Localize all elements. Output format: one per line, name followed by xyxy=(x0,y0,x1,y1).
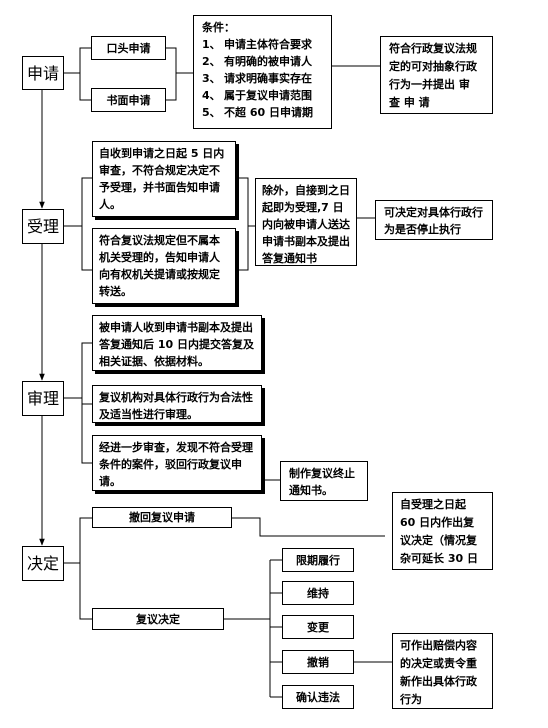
stage-review: 审理 xyxy=(22,381,64,416)
option-deadline-performance: 限期履行 xyxy=(282,548,354,572)
stage-decide: 决定 xyxy=(22,546,64,581)
compensation-note: 可作出赔偿内容的决定或责令重新作出具体行政行为 xyxy=(392,633,493,709)
reply-submission-box: 被申请人收到申请书副本及提出答复通知后 10 日内提交答复及相关证据、依据材料。 xyxy=(92,315,262,371)
conditions-title: 条件： xyxy=(202,21,235,34)
suspend-execution-note: 可决定对具体行政行为是否停止执行 xyxy=(375,200,493,240)
deadline-note: 自受理之日起 60 日内作出复议决定（情况复杂可延长 30 日 xyxy=(392,492,493,570)
accepted-box: 除外，自接到之日起即为受理,7 日内向被申请人送达申请书副本及提出答复通知书 xyxy=(255,178,357,266)
withdraw-box: 撤回复议申请 xyxy=(92,507,232,528)
option-revoke: 撤销 xyxy=(282,650,354,674)
option-uphold: 维持 xyxy=(282,581,354,605)
stage-apply: 申请 xyxy=(22,56,64,90)
legality-review-box: 复议机构对具体行政行为合法性及适当性进行审理。 xyxy=(92,385,262,423)
transfer-box: 符合复议法规定但不属本机关受理的，告知申请人向有权机关提请或按规定转送。 xyxy=(92,228,236,304)
condition-item: 3、请求明确事实存在 xyxy=(202,72,312,85)
option-confirm-illegal: 确认违法 xyxy=(282,685,354,709)
stage-accept: 受理 xyxy=(22,209,64,244)
condition-item: 4、属于复议申请范围 xyxy=(202,89,312,102)
dismiss-box: 经进一步审查，发现不符合受理条件的案件，驳回行政复议申请。 xyxy=(92,435,262,491)
condition-item: 5、不超 60 日申请期 xyxy=(202,106,313,119)
condition-item: 1、申请主体符合要求 xyxy=(202,38,312,51)
decision-box: 复议决定 xyxy=(92,608,224,630)
conditions-box: 条件： 1、申请主体符合要求 2、有明确的被申请人 3、请求明确事实存在 4、属… xyxy=(193,15,332,129)
written-application-box: 书面申请 xyxy=(91,88,166,112)
reject-box: 自收到申请之日起 5 日内审查，不符合规定决定不予受理，并书面告知申请人。 xyxy=(92,141,236,217)
termination-notice-box: 制作复议终止通知书。 xyxy=(280,461,368,501)
option-modify: 变更 xyxy=(282,615,354,639)
oral-application-box: 口头申请 xyxy=(91,36,166,60)
condition-item: 2、有明确的被申请人 xyxy=(202,55,312,68)
abstract-review-note: 符合行政复议法规定的可对抽象行政行为一并提出 审 查 申 请 xyxy=(380,36,493,114)
